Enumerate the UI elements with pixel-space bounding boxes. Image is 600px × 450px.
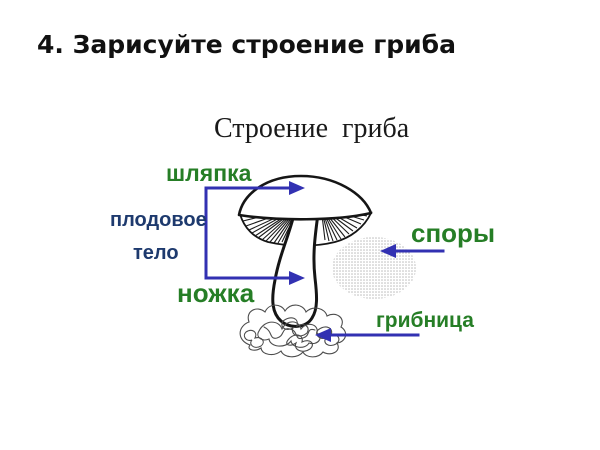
diagram-title: Строение гриба (214, 113, 410, 144)
spores-label: споры (411, 218, 496, 248)
mycelium-scribble (239, 304, 347, 358)
mushroom-cap (237, 174, 373, 221)
fruiting-body-label-line1: плодовое (110, 209, 207, 231)
cap-label: шляпка (166, 160, 252, 186)
page-title: 4. Зарисуйте строение гриба (37, 30, 457, 59)
stem-arrow (204, 271, 305, 285)
mycelium-label: грибница (376, 309, 474, 332)
spores-arrow (380, 244, 445, 258)
fruiting-body-label-line2: тело (133, 242, 179, 264)
mycelium-arrow (315, 328, 420, 342)
spore-cloud-shape (332, 237, 416, 299)
stem-label: ножка (177, 278, 255, 308)
cap-arrow (204, 181, 305, 195)
